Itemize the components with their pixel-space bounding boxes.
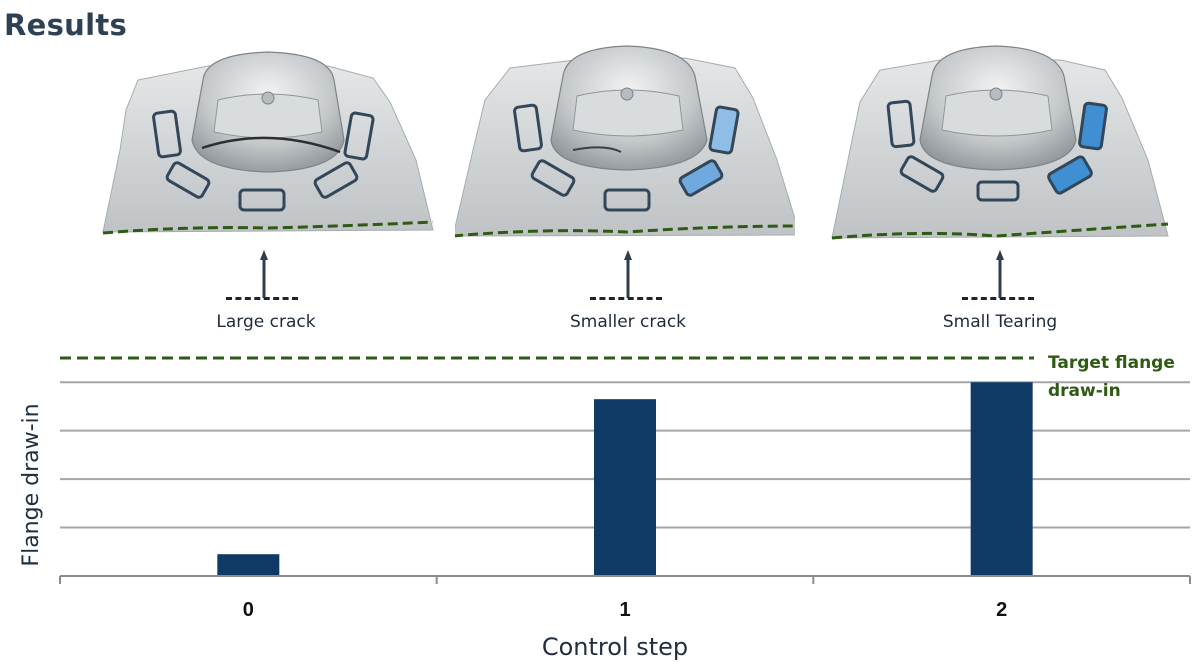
arrow-up-icon — [996, 250, 1004, 298]
part-label-step-0: Large crack — [216, 312, 316, 332]
part-photo-step-1 — [455, 40, 795, 250]
bar-step-1 — [594, 399, 656, 576]
x-tick-label: 1 — [619, 599, 630, 621]
target-label: draw-in — [1048, 381, 1121, 401]
bar-step-0 — [217, 554, 280, 576]
dash-marker — [962, 297, 1034, 300]
bars — [217, 382, 1033, 576]
stamped-part-illustration — [831, 45, 1169, 240]
x-tick-label: 0 — [243, 599, 254, 621]
part-label-step-1: Smaller crack — [569, 312, 687, 332]
part-photo-step-2 — [830, 40, 1170, 250]
x-tick-labels: 0 1 2 — [243, 599, 1007, 621]
dash-marker — [226, 297, 298, 300]
bar-step-2 — [970, 382, 1033, 576]
target-label: Target flange — [1048, 353, 1175, 373]
target-line-group: Target flange draw-in — [60, 353, 1175, 401]
part-photo-step-0 — [98, 40, 438, 250]
arrow-up-icon — [624, 250, 632, 298]
stamped-part-illustration — [455, 45, 795, 238]
slide-title: Results — [4, 8, 128, 42]
flange-draw-in-chart: Target flange draw-in 0 1 2 Control step F… — [0, 340, 1200, 670]
x-tick-label: 2 — [996, 599, 1007, 621]
y-axis-title: Flange draw-in — [19, 403, 44, 566]
part-label-step-2: Small Tearing — [942, 312, 1058, 332]
dash-marker — [590, 297, 662, 300]
arrow-up-icon — [260, 250, 268, 298]
chart-canvas: Target flange draw-in 0 1 2 Control step F… — [19, 353, 1191, 661]
x-axis-title: Control step — [542, 633, 688, 661]
x-axis — [59, 575, 1191, 584]
stamped-part-illustration — [102, 51, 434, 235]
